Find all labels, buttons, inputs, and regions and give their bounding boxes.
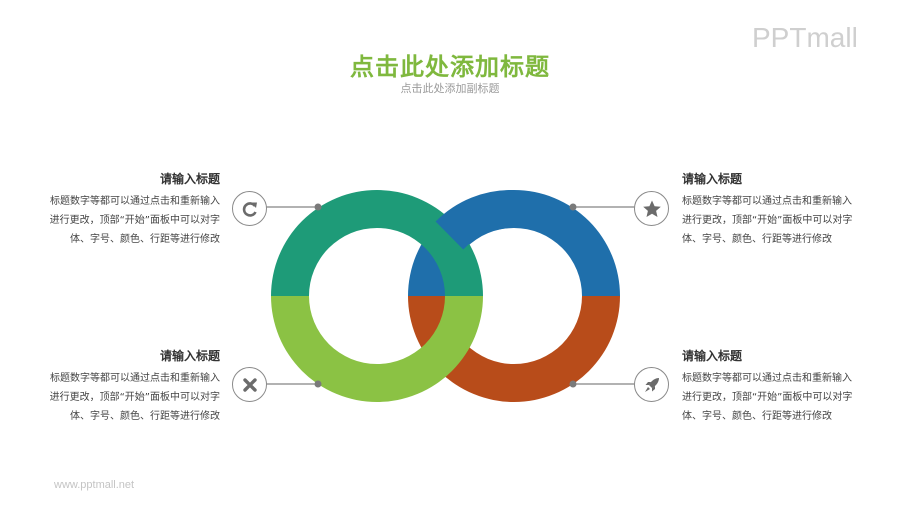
page-title[interactable]: 点击此处添加标题 <box>350 53 550 81</box>
connector-dot <box>569 380 577 388</box>
block-heading[interactable]: 请输入标题 <box>682 349 743 363</box>
block-line: 标题数字等都可以通过点击和重新输入 <box>50 373 220 384</box>
text-block-bottom-right: 请输入标题 标题数字等都可以通过点击和重新输入 进行更改，顶部“开始”面板中可以… <box>682 347 872 426</box>
refresh-icon-button <box>232 191 267 226</box>
right-ring-overlap-top <box>435 189 514 250</box>
close-icon <box>242 377 257 392</box>
block-line: 进行更改，顶部“开始”面板中可以对字 <box>682 392 853 403</box>
block-heading[interactable]: 请输入标题 <box>682 172 743 186</box>
connector-dot <box>569 203 577 211</box>
left-ring <box>271 190 483 402</box>
rocket-icon <box>644 377 659 392</box>
text-block-top-left: 请输入标题 标题数字等都可以通过点击和重新输入 进行更改，顶部“开始”面板中可以… <box>30 170 220 249</box>
connector-dot <box>314 380 322 388</box>
right-ring-bottom-rust <box>408 296 620 402</box>
block-line: 体、字号、颜色、行距等进行修改 <box>682 411 832 422</box>
close-icon-button <box>232 367 267 402</box>
star-icon <box>642 200 661 217</box>
left-ring-bottom-lime <box>271 296 483 402</box>
text-block-bottom-left: 请输入标题 标题数字等都可以通过点击和重新输入 进行更改，顶部“开始”面板中可以… <box>30 347 220 426</box>
block-line: 体、字号、颜色、行距等进行修改 <box>682 234 832 245</box>
page-subtitle[interactable]: 点击此处添加副标题 <box>400 82 500 95</box>
block-line: 标题数字等都可以通过点击和重新输入 <box>682 196 852 207</box>
left-ring-top-teal <box>271 190 483 296</box>
text-block-top-right: 请输入标题 标题数字等都可以通过点击和重新输入 进行更改，顶部“开始”面板中可以… <box>682 170 872 249</box>
block-heading[interactable]: 请输入标题 <box>159 349 220 363</box>
star-icon-button <box>634 191 669 226</box>
block-line: 进行更改，顶部“开始”面板中可以对字 <box>49 392 220 403</box>
block-line: 进行更改，顶部“开始”面板中可以对字 <box>682 215 853 226</box>
rocket-icon-button <box>634 367 669 402</box>
block-line: 标题数字等都可以通过点击和重新输入 <box>682 373 852 384</box>
block-heading[interactable]: 请输入标题 <box>159 172 220 186</box>
block-line: 进行更改，顶部“开始”面板中可以对字 <box>49 215 220 226</box>
block-line: 标题数字等都可以通过点击和重新输入 <box>50 196 220 207</box>
pptmall-logo: PPTmall <box>752 22 858 53</box>
block-line: 体、字号、颜色、行距等进行修改 <box>70 234 220 245</box>
block-line: 体、字号、颜色、行距等进行修改 <box>70 411 220 422</box>
connector-dot <box>314 203 322 211</box>
footer-url: www.pptmall.net <box>54 479 135 491</box>
refresh-icon <box>242 201 257 217</box>
